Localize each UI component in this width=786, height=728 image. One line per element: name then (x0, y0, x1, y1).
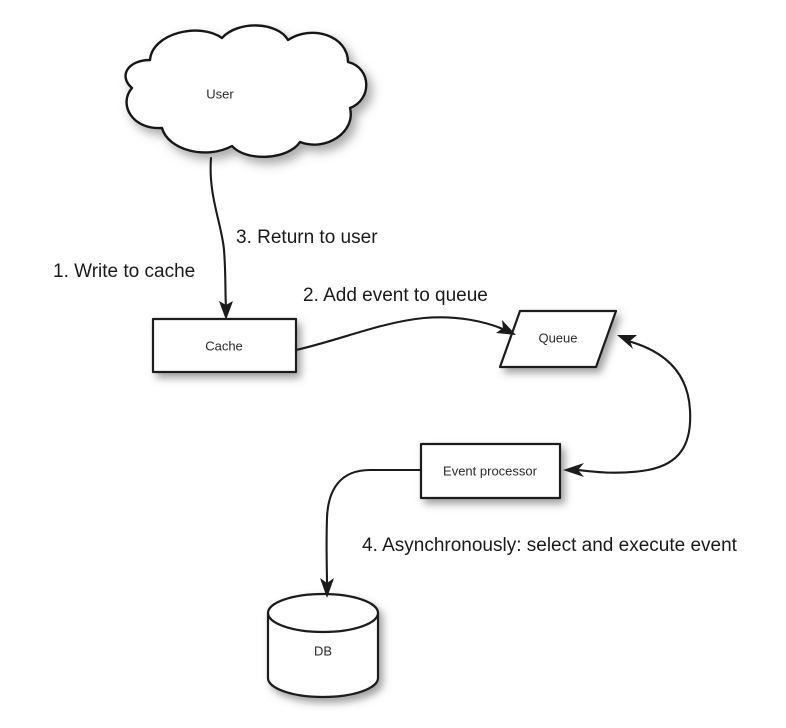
processor-to-db-line (325, 468, 423, 587)
user-to-cache-arrowhead (219, 301, 233, 320)
node-db[interactable]: DB (266, 592, 380, 699)
edge-processor-to-db (320, 468, 423, 598)
queue-shape (498, 309, 618, 369)
cache-to-queue-line (294, 316, 505, 352)
cloud-shape (124, 24, 368, 158)
node-cache-label: Cache (205, 338, 243, 353)
node-db-label: DB (314, 643, 332, 658)
node-event-processor-label: Event processor (443, 463, 538, 478)
step-label-2: 2. Add event to queue (303, 285, 488, 306)
cache-shape (151, 317, 298, 374)
edge-cache-to-queue (294, 316, 516, 352)
edge-user-to-cache (209, 156, 233, 320)
node-queue-label: Queue (538, 330, 577, 345)
edge-queue-event-processor (563, 335, 692, 477)
queue-processor-line (576, 339, 692, 474)
node-user-label: User (206, 86, 234, 101)
step-label-4: 4. Asynchronously: select and execute ev… (362, 535, 738, 556)
processor-to-db-arrowhead (320, 578, 334, 598)
step-label-1: 1. Write to cache (53, 261, 195, 282)
node-cache[interactable]: Cache (151, 317, 298, 374)
node-queue[interactable]: Queue (498, 309, 618, 369)
event-processor-arrowhead (563, 463, 584, 477)
queue-arrowhead (617, 335, 637, 349)
db-cylinder-body (266, 611, 380, 699)
db-cylinder-top (266, 592, 380, 634)
step-label-3: 3. Return to user (236, 227, 378, 248)
cache-to-queue-arrowhead (496, 320, 516, 335)
node-user[interactable]: User (124, 24, 368, 158)
user-to-cache-line (209, 156, 228, 310)
node-event-processor[interactable]: Event processor (419, 442, 562, 500)
